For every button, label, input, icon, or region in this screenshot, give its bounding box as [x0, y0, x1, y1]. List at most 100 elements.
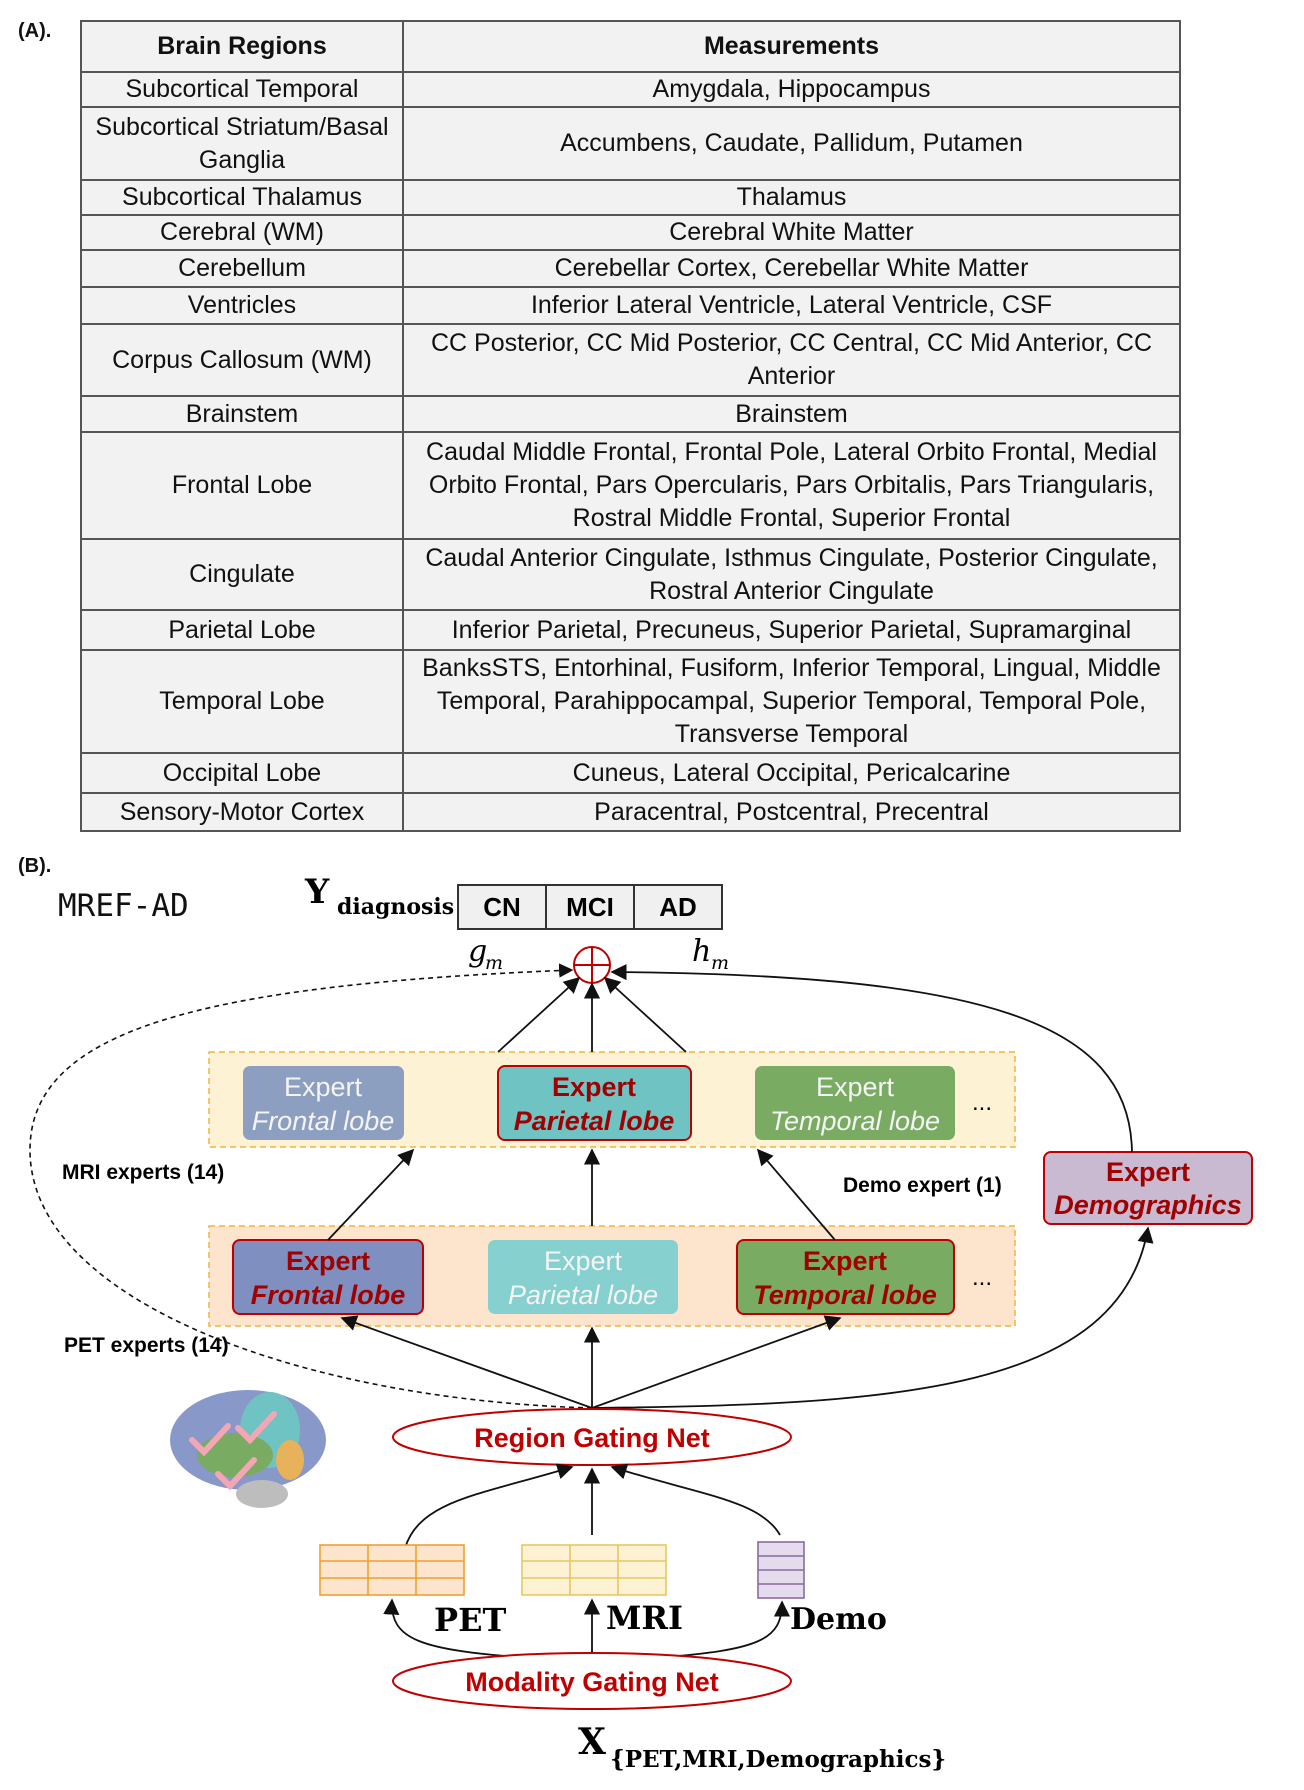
region-cell: Subcortical Striatum/Basal Ganglia	[80, 106, 404, 181]
combine-node	[573, 946, 611, 984]
measurement-cell: BanksSTS, Entorhinal, Fusiform, Inferior…	[402, 649, 1181, 754]
expert-region: Temporal lobe	[770, 1106, 940, 1136]
demo-expert-label: Demo expert (1)	[843, 1174, 1002, 1197]
panel-b-label: (B).	[18, 855, 52, 877]
brain-regions-table: Brain Regions Measurements Subcortical T…	[80, 20, 1181, 832]
pet-to-mri-arrows	[327, 1148, 836, 1241]
measurement-cell: Accumbens, Caudate, Pallidum, Putamen	[402, 106, 1181, 181]
region-cell: Temporal Lobe	[80, 649, 404, 754]
class-label-ad: AD	[659, 892, 697, 922]
h-m-subscript: m	[711, 952, 729, 974]
expert-region: Demographics	[1054, 1190, 1242, 1220]
region-gating-net: Region Gating Net	[392, 1408, 792, 1466]
pet-data-table	[319, 1544, 465, 1596]
g-m-subscript: m	[485, 952, 503, 974]
mri-expert-frontal: Expert Frontal lobe	[243, 1066, 404, 1140]
mri-experts-label: MRI experts (14)	[62, 1161, 224, 1184]
h-m-symbol: h	[692, 934, 711, 969]
gating-to-pet-arrows	[340, 1226, 1154, 1409]
mri-data-table	[521, 1544, 667, 1596]
measurement-cell: Thalamus	[402, 179, 1181, 216]
expert-title: Expert	[1106, 1157, 1190, 1187]
measurement-cell: Caudal Anterior Cingulate, Isthmus Cingu…	[402, 538, 1181, 611]
y-symbol: Y	[304, 872, 330, 912]
table-header-row: Brain Regions Measurements	[80, 20, 1181, 73]
expert-region: Frontal lobe	[251, 1280, 406, 1310]
table-row: Corpus Callosum (WM)CC Posterior, CC Mid…	[80, 323, 1181, 397]
measurement-cell: Paracentral, Postcentral, Precentral	[402, 792, 1181, 832]
region-cell: Parietal Lobe	[80, 609, 404, 651]
expert-title: Expert	[544, 1246, 623, 1276]
modality-label-pet: PET	[434, 1601, 506, 1639]
mri-expert-parietal: Expert Parietal lobe	[497, 1065, 692, 1141]
region-cell: Subcortical Thalamus	[80, 179, 404, 216]
expert-region: Temporal lobe	[753, 1280, 937, 1310]
expert-region: Parietal lobe	[514, 1106, 675, 1136]
brain-icon	[170, 1390, 326, 1508]
region-gating-label: Region Gating Net	[474, 1423, 710, 1453]
measurement-cell: Cerebellar Cortex, Cerebellar White Matt…	[402, 249, 1181, 288]
measurement-cell: Inferior Lateral Ventricle, Lateral Vent…	[402, 286, 1181, 325]
mri-ellipsis: ...	[972, 1089, 992, 1116]
expert-title: Expert	[803, 1246, 887, 1276]
class-boxes: CN MCI AD	[457, 884, 723, 930]
region-cell: Cerebral (WM)	[80, 214, 404, 251]
modality-label-demo: Demo	[790, 1602, 887, 1637]
x-subscript: {PET,MRI,Demographics}	[610, 1746, 946, 1773]
region-cell: Cingulate	[80, 538, 404, 611]
expert-region: Parietal lobe	[508, 1280, 658, 1310]
mri-expert-temporal: Expert Temporal lobe	[755, 1066, 955, 1140]
y-subscript: diagnosis	[337, 894, 454, 920]
pet-expert-frontal: Expert Frontal lobe	[232, 1239, 424, 1315]
mri-to-combine-arrows	[497, 976, 687, 1053]
region-cell: Ventricles	[80, 286, 404, 325]
expert-title: Expert	[286, 1246, 370, 1276]
table-row: Cerebral (WM)Cerebral White Matter	[80, 214, 1181, 251]
modality-gating-arrows	[383, 1598, 791, 1659]
region-cell: Sensory-Motor Cortex	[80, 792, 404, 832]
modality-to-gating-arrows	[404, 1463, 781, 1549]
x-symbol: X	[578, 1721, 606, 1763]
measurement-cell: Brainstem	[402, 395, 1181, 433]
header-measurements: Measurements	[402, 20, 1181, 73]
pet-expert-temporal: Expert Temporal lobe	[736, 1239, 955, 1315]
class-box-ad	[633, 884, 723, 930]
expert-title: Expert	[284, 1072, 363, 1102]
mref-ad-diagram: MREF-AD Y diagnosis CN MCI AD g m h m Ex…	[29, 872, 1253, 1773]
measurement-cell: Caudal Middle Frontal, Frontal Pole, Lat…	[402, 431, 1181, 540]
measurement-cell: CC Posterior, CC Mid Posterior, CC Centr…	[402, 323, 1181, 397]
pet-ellipsis: ...	[972, 1264, 992, 1291]
class-box-mci	[545, 884, 635, 930]
expert-title: Expert	[552, 1072, 636, 1102]
measurement-cell: Inferior Parietal, Precuneus, Superior P…	[402, 609, 1181, 651]
demo-expert: Expert Demographics	[1043, 1151, 1253, 1225]
region-cell: Cerebellum	[80, 249, 404, 288]
panel-a-label: (A).	[18, 20, 52, 42]
pet-experts-label: PET experts (14)	[64, 1334, 229, 1357]
modality-gating-label: Modality Gating Net	[465, 1667, 719, 1697]
region-cell: Occipital Lobe	[80, 752, 404, 794]
measurement-cell: Cerebral White Matter	[402, 214, 1181, 251]
region-cell: Corpus Callosum (WM)	[80, 323, 404, 397]
demo-to-combine-arrow	[610, 964, 1133, 1153]
class-label-mci: MCI	[566, 892, 614, 922]
measurement-cell: Cuneus, Lateral Occipital, Pericalcarine	[402, 752, 1181, 794]
modality-label-mri: MRI	[606, 1599, 683, 1637]
pet-expert-parietal: Expert Parietal lobe	[488, 1240, 678, 1314]
measurement-cell: Amygdala, Hippocampus	[402, 71, 1181, 108]
g-m-symbol: g	[468, 934, 487, 969]
region-cell: Frontal Lobe	[80, 431, 404, 540]
demo-data-table	[757, 1541, 805, 1599]
expert-title: Expert	[816, 1072, 895, 1102]
